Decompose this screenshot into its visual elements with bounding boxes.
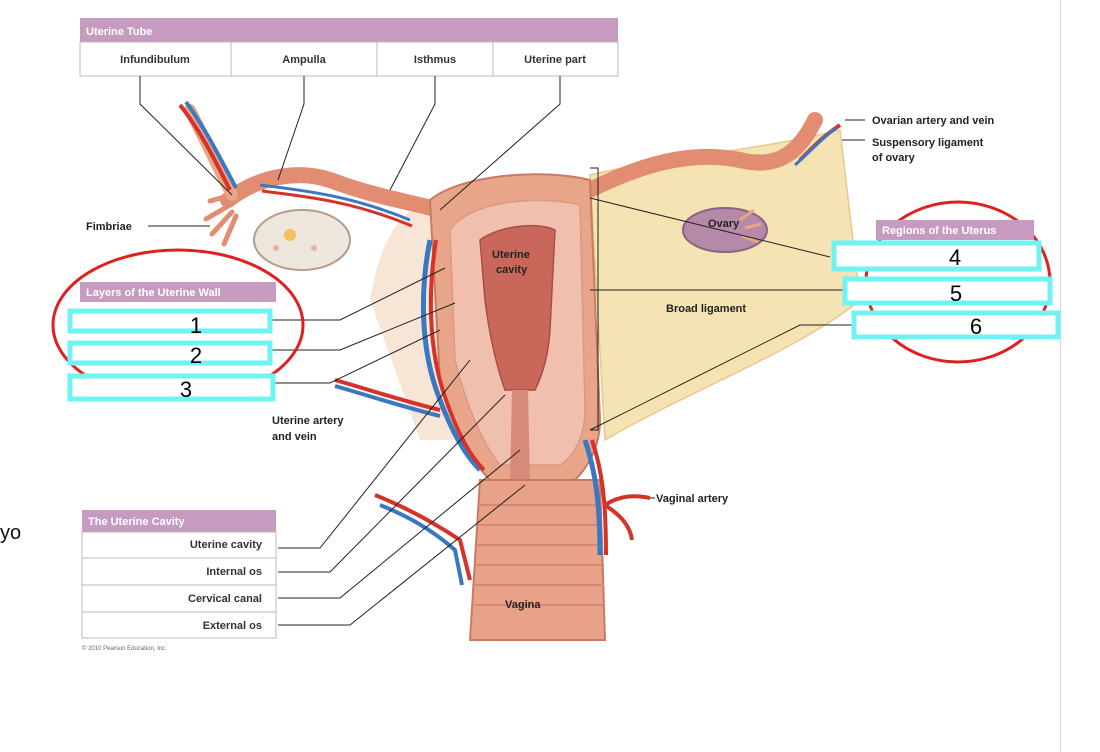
right-uterine-artery [590, 439, 608, 556]
answer-box-4-number: 4 [949, 245, 961, 270]
left-uterine-vein [420, 239, 482, 472]
cavity-table-header-bar [82, 510, 276, 532]
answer-box-4[interactable]: 4 [831, 240, 1042, 272]
label-ovarian-artery-vein: Ovarian artery and vein [872, 115, 995, 127]
column-uterine-part: Uterine part [524, 54, 586, 66]
cavity-row-internal-os: Internal os [206, 566, 262, 578]
layers-of-uterine-wall-group: Layers of the Uterine Wall [51, 248, 305, 402]
right-uterine-tube [582, 112, 823, 198]
left-uterine-artery [428, 239, 486, 472]
answer-box-3[interactable]: 3 [67, 373, 276, 402]
right-ovary-shape [682, 207, 768, 253]
column-infundibulum: Infundibulum [120, 54, 190, 66]
uterine-cavity-table: The Uterine Cavity Uterine cavity Intern… [81, 510, 277, 639]
label-suspensory-ligament-2: of ovary [872, 152, 916, 164]
column-ampulla: Ampulla [282, 54, 326, 66]
uterine-cavity-shape [479, 224, 556, 391]
cavity-row-external-os: External os [203, 620, 262, 632]
answer-box-5-number: 5 [950, 281, 962, 306]
label-broad-ligament: Broad ligament [666, 303, 746, 315]
left-ovary-shape [253, 209, 351, 271]
cavity-table-title: The Uterine Cavity [88, 516, 185, 528]
label-uterine-cavity-2: cavity [496, 264, 528, 276]
label-vaginal-artery: Vaginal artery [656, 493, 729, 505]
uterine-tube-table: Uterine Tube Infundibulum Ampulla Isthmu… [79, 18, 619, 77]
label-uterine-artery-vein-2: and vein [272, 431, 317, 443]
answer-box-5[interactable]: 5 [842, 276, 1053, 306]
answer-box-6[interactable]: 6 [851, 310, 1061, 340]
uterine-tube-header-bar [80, 18, 618, 42]
label-uterine-cavity: Uterine [492, 249, 530, 261]
answer-box-2-number: 2 [190, 343, 202, 368]
left-uterine-tube [220, 167, 448, 218]
leader-lines [139, 76, 865, 626]
regions-header: Regions of the Uterus [882, 225, 996, 237]
side-text-fragment: yo [0, 522, 22, 544]
anatomy-illustration [178, 100, 861, 641]
label-uterine-artery-vein: Uterine artery [272, 415, 344, 427]
label-suspensory-ligament: Suspensory ligament [872, 137, 984, 149]
answer-box-1[interactable]: 1 [67, 308, 273, 338]
answer-box-3-number: 3 [180, 377, 192, 402]
label-fimbriae: Fimbriae [86, 221, 132, 233]
right-uterine-vein [582, 439, 603, 556]
cavity-row-cervical-canal: Cervical canal [188, 593, 262, 605]
answer-box-2[interactable]: 2 [67, 340, 273, 368]
vagina-shape [468, 479, 607, 641]
layers-header-bar [80, 282, 276, 302]
fimbriae-shape [203, 192, 239, 247]
cavity-row-uterine-cavity: Uterine cavity [190, 539, 263, 551]
layers-header: Layers of the Uterine Wall [86, 287, 221, 299]
copyright-note: © 2010 Pearson Education, Inc. [82, 645, 167, 652]
uterine-tube-title: Uterine Tube [86, 26, 152, 38]
label-vagina: Vagina [505, 599, 541, 611]
page-divider [1060, 0, 1061, 752]
column-isthmus: Isthmus [414, 54, 456, 66]
answer-box-1-number: 1 [190, 313, 202, 338]
regions-of-uterus-group: Regions of the Uterus [864, 200, 1052, 364]
regions-header-bar [876, 220, 1034, 240]
answer-box-6-number: 6 [970, 314, 982, 339]
label-ovary: Ovary [708, 218, 740, 230]
